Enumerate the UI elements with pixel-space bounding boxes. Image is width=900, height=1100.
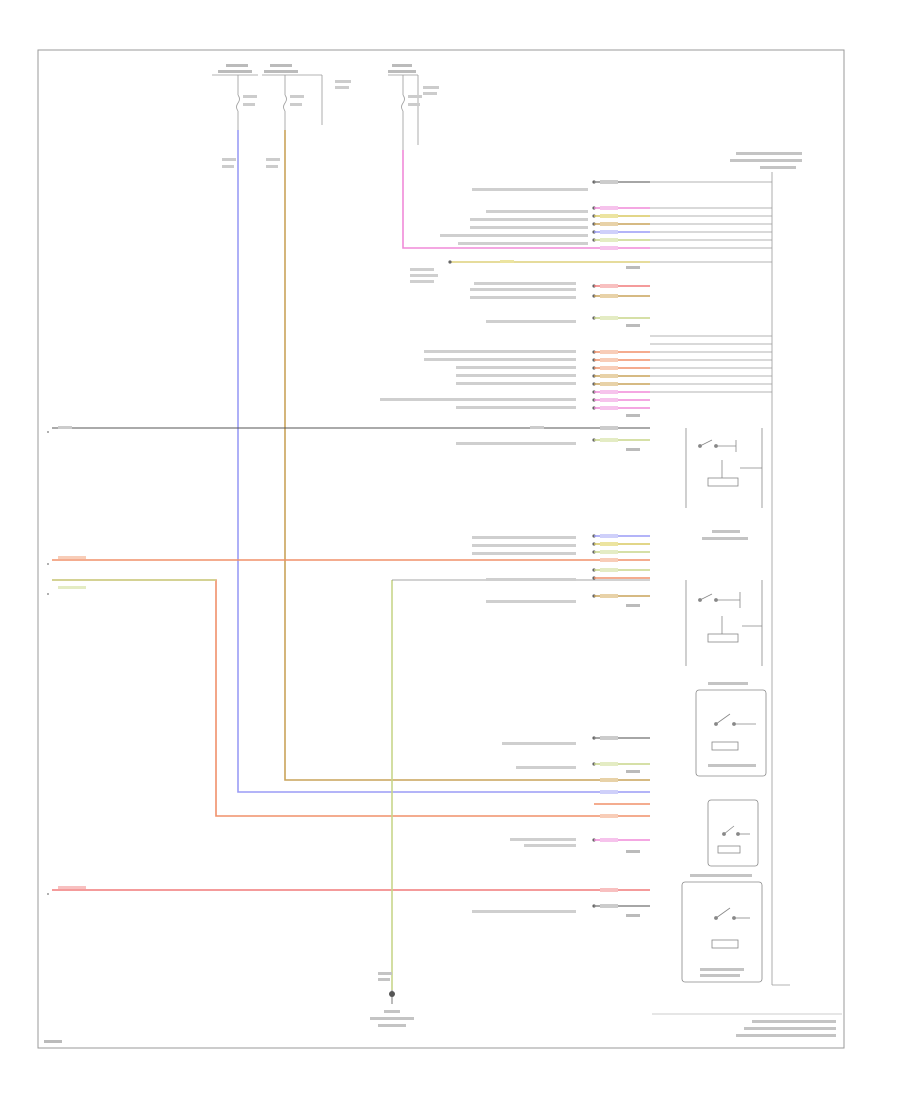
fuse-block-labels	[218, 64, 439, 168]
relay-1-label	[702, 530, 748, 540]
wire-pink	[402, 150, 650, 249]
wire-tags	[58, 180, 618, 908]
module-header	[730, 152, 802, 169]
fuse-block-top	[212, 74, 419, 150]
terminal-numbers	[626, 266, 640, 917]
diagram-code	[44, 1040, 62, 1043]
system-label-placeholders	[380, 188, 588, 913]
relay-3-label	[708, 682, 756, 767]
ground-label	[370, 972, 414, 1027]
edge-markers	[47, 431, 49, 895]
relay-5	[681, 881, 763, 983]
title-block	[652, 1013, 842, 1037]
relay-4	[707, 799, 759, 867]
wire-blue	[237, 130, 650, 793]
module-bus	[650, 172, 790, 986]
ground-icon	[389, 990, 395, 1004]
relay-1	[685, 428, 763, 508]
diagram-frame	[37, 49, 845, 1049]
relay-3	[695, 689, 767, 777]
relay-2	[685, 580, 763, 666]
relay-5-label	[690, 874, 752, 977]
wire-tan	[284, 130, 650, 781]
